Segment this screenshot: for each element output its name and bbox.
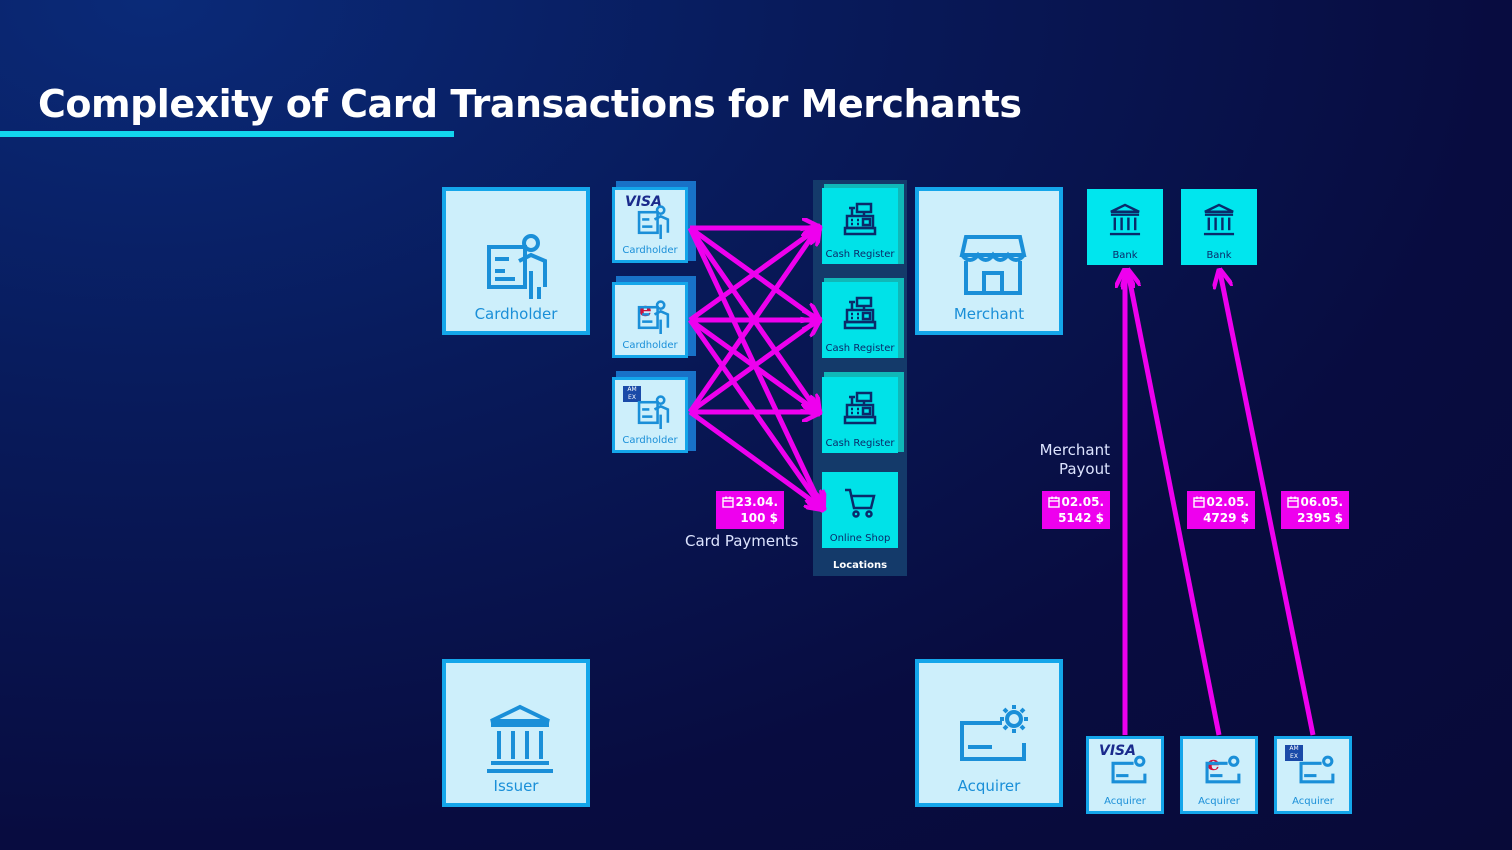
bank-label: Bank — [1206, 250, 1232, 261]
payout-tag-3: 06.05. 2395 $ — [1281, 491, 1349, 529]
acquirer-icon — [1205, 755, 1241, 784]
bank-2: Bank — [1181, 189, 1257, 265]
location-cash-register-1: Cash Register — [822, 188, 898, 264]
cardholder-label: Cardholder — [622, 340, 678, 351]
amex-logo: AM EX — [1285, 745, 1303, 761]
store-icon — [959, 235, 1027, 295]
cardholder-label: Cardholder — [474, 305, 558, 323]
cardholder-icon — [637, 205, 670, 239]
card-payments-caption: Card Payments — [685, 532, 799, 550]
calendar-icon — [1048, 496, 1060, 508]
title-underline — [0, 131, 454, 137]
location-online-shop: Online Shop — [822, 472, 898, 548]
acquirer-label: Acquirer — [957, 777, 1021, 795]
acquirer-label: Acquirer — [1198, 796, 1240, 807]
cardholder-visa: VISA Cardholder — [612, 187, 688, 263]
acquirer-node: Acquirer — [915, 659, 1063, 807]
location-label: Online Shop — [829, 533, 891, 544]
visa-logo: VISA — [1099, 743, 1136, 759]
tag-date: 06.05. — [1300, 495, 1343, 509]
bank-icon — [487, 704, 553, 773]
location-cash-register-3: Cash Register — [822, 377, 898, 453]
acquirer-visa: VISA Acquirer — [1086, 736, 1164, 814]
cash-register-icon — [843, 296, 877, 330]
location-label: Cash Register — [825, 438, 895, 449]
cash-register-icon — [843, 391, 877, 425]
issuer-label: Issuer — [493, 777, 539, 795]
merchant-label: Merchant — [953, 305, 1025, 323]
merchant-payout-caption: Merchant Payout — [1010, 441, 1110, 479]
tag-amount: 5142 $ — [1058, 511, 1104, 525]
tag-amount: 2395 $ — [1297, 511, 1343, 525]
bank-icon — [1109, 203, 1141, 236]
card-payment-arrows — [687, 228, 822, 508]
acquirer-icon — [1111, 755, 1147, 784]
acquirer-icon — [1299, 755, 1335, 784]
payout-tag-2: 02.05. 4729 $ — [1187, 491, 1255, 529]
cardholder-node: Cardholder — [442, 187, 590, 335]
cardholder-icon — [637, 395, 670, 429]
acquirer-label: Acquirer — [1104, 796, 1146, 807]
tag-date: 02.05. — [1061, 495, 1104, 509]
tag-amount: 4729 $ — [1203, 511, 1249, 525]
location-cash-register-2: Cash Register — [822, 282, 898, 358]
merchant-node: Merchant — [915, 187, 1063, 335]
cardholder-icon — [637, 300, 670, 334]
payment-tag: 23.04. 100 $ — [716, 491, 784, 529]
calendar-icon — [1287, 496, 1299, 508]
page-title: Complexity of Card Transactions for Merc… — [38, 82, 1022, 126]
bank-icon — [1203, 203, 1235, 236]
cash-register-icon — [843, 202, 877, 236]
calendar-icon — [722, 496, 734, 508]
bank-label: Bank — [1112, 250, 1138, 261]
visa-logo: VISA — [625, 194, 662, 210]
cardholder-amex: AM EX Cardholder — [612, 377, 688, 453]
calendar-icon — [1193, 496, 1205, 508]
acquirer-icon — [960, 705, 1028, 761]
payout-arrows — [1125, 272, 1316, 736]
location-label: Cash Register — [825, 249, 895, 260]
acquirer-ec: e Acquirer — [1180, 736, 1258, 814]
acquirer-amex: AM EX Acquirer — [1274, 736, 1352, 814]
tag-date: 02.05. — [1206, 495, 1249, 509]
payout-tag-1: 02.05. 5142 $ — [1042, 491, 1110, 529]
caption-line: Merchant — [1039, 441, 1110, 459]
amex-logo: AM EX — [623, 386, 641, 402]
cart-icon — [845, 488, 876, 518]
locations-label: Locations — [832, 560, 888, 571]
cardholder-label: Cardholder — [622, 435, 678, 446]
caption-line: Payout — [1058, 460, 1110, 478]
cardholder-ec: e Cardholder — [612, 282, 688, 358]
cardholder-label: Cardholder — [622, 245, 678, 256]
cardholder-icon — [487, 234, 547, 299]
tag-amount: 100 $ — [740, 511, 778, 525]
location-label: Cash Register — [825, 343, 895, 354]
bank-1: Bank — [1087, 189, 1163, 265]
issuer-node: Issuer — [442, 659, 590, 807]
tag-date: 23.04. — [735, 495, 778, 509]
acquirer-label: Acquirer — [1292, 796, 1334, 807]
